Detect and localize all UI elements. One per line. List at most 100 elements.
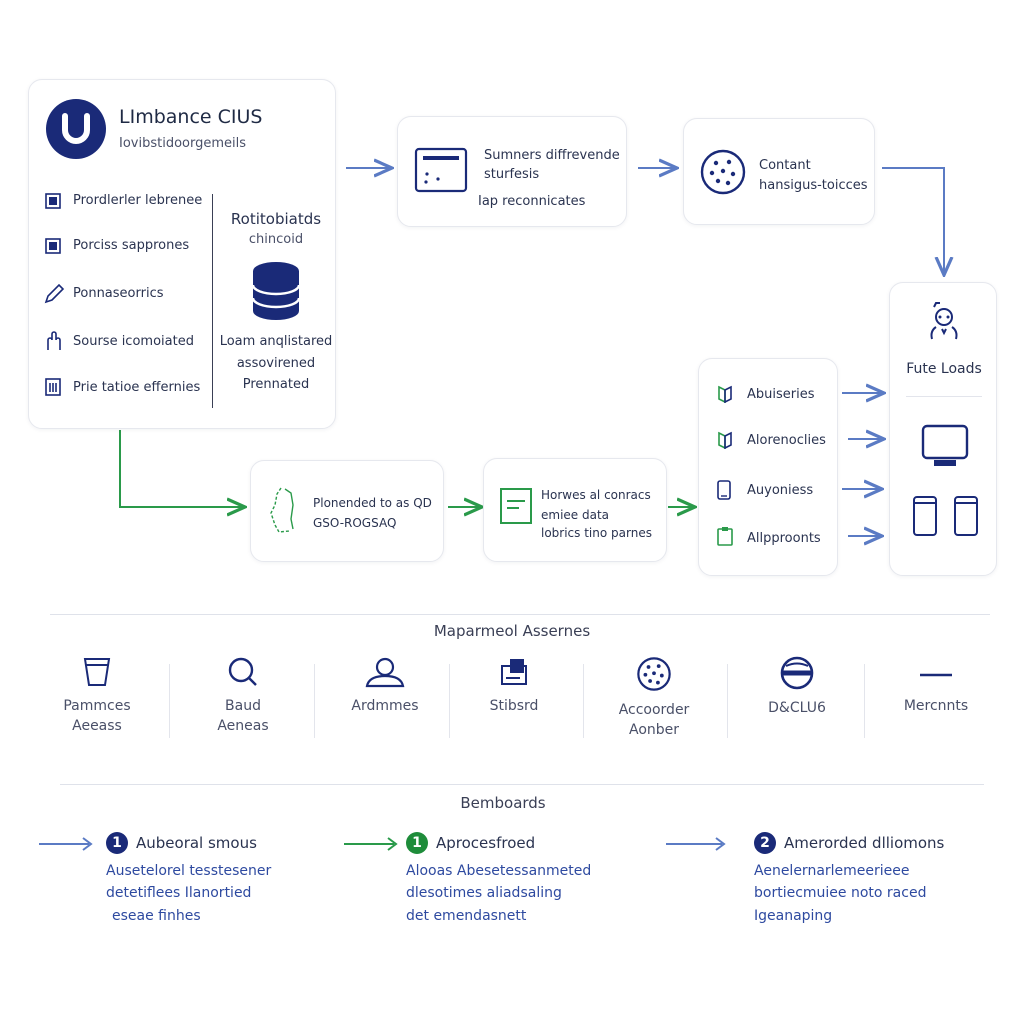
board-icon bbox=[501, 659, 527, 685]
step-item[interactable]: 1 Aprocesfroed Alooas Abesetessanmeted dl… bbox=[406, 832, 636, 927]
book-icon bbox=[718, 431, 732, 449]
assets-section-title: Maparmeol Assernes bbox=[433, 622, 591, 640]
monitor-icon bbox=[921, 424, 969, 466]
database-line: assovirened bbox=[236, 355, 316, 371]
contant-line: hansigus-toicces bbox=[759, 178, 868, 193]
horwes-line: lobrics tino parnes bbox=[541, 526, 652, 540]
step-line: Ausetelorel tesstesener bbox=[106, 863, 272, 879]
asset-item[interactable]: D&CLU6 bbox=[737, 656, 857, 718]
list-item-label: Prordlerler lebrenee bbox=[73, 193, 203, 208]
asset-item[interactable]: Ardmmes bbox=[325, 656, 445, 716]
asset-divider bbox=[583, 664, 584, 738]
asset-item[interactable]: Baud Aeneas bbox=[183, 656, 303, 737]
flow-node-horwes[interactable]: Horwes al conracs emiee data lobrics tin… bbox=[483, 458, 667, 562]
asset-divider bbox=[864, 664, 865, 738]
device-label: Auyoniess bbox=[747, 483, 814, 498]
tablet-icon bbox=[913, 496, 937, 536]
list-item-label: Ponnaseorrics bbox=[73, 286, 164, 301]
asset-label: Mercnnts bbox=[903, 698, 969, 714]
step-number: 2 bbox=[754, 832, 776, 854]
steps-rule bbox=[60, 784, 984, 785]
step-line: Igeanaping bbox=[754, 907, 833, 924]
assets-rule bbox=[50, 614, 990, 615]
step-line: det emendasnett bbox=[406, 907, 527, 924]
pencil-icon bbox=[44, 283, 65, 304]
asset-label: Stibsrd bbox=[489, 698, 539, 714]
tablet-icon bbox=[954, 496, 978, 536]
step-arrow-icon bbox=[666, 837, 726, 851]
step-title: Aubeoral smous bbox=[136, 834, 257, 852]
device-label: Abuiseries bbox=[747, 387, 815, 402]
database-line: Loam anqlistared bbox=[219, 334, 333, 349]
asset-label: Aeeass bbox=[72, 718, 122, 735]
target-card-divider bbox=[906, 396, 982, 397]
database-icon bbox=[251, 262, 301, 320]
step-line: dlesotimes aliadsaling bbox=[406, 885, 562, 902]
main-card: LImbance CIUS Iovibstidoorgemeils Prordl… bbox=[28, 79, 336, 429]
plonended-line: Plonended to as QD bbox=[313, 496, 432, 510]
phone-icon bbox=[717, 480, 731, 500]
asset-divider bbox=[314, 664, 315, 738]
arrow-contant-to-target bbox=[882, 167, 944, 273]
asset-divider bbox=[727, 664, 728, 738]
main-card-divider bbox=[212, 194, 213, 408]
step-title: Aprocesfroed bbox=[436, 834, 536, 852]
asset-label: Aonber bbox=[628, 722, 680, 739]
square-icon bbox=[45, 193, 61, 209]
person-icon bbox=[930, 302, 958, 340]
summary-line: sturfesis bbox=[484, 167, 540, 182]
summary-line: Sumners diffrevende bbox=[484, 148, 620, 163]
asset-item[interactable]: Mercnnts bbox=[876, 662, 996, 716]
step-number: 1 bbox=[106, 832, 128, 854]
asset-label: D&CLU6 bbox=[768, 700, 826, 716]
step-line: eseae finhes bbox=[112, 907, 201, 924]
horwes-line: emiee data bbox=[541, 508, 610, 522]
asset-divider bbox=[449, 664, 450, 738]
summary-extra: Iap reconnicates bbox=[478, 194, 586, 209]
flow-node-plonended[interactable]: Plonended to as QD GSO-ROGSAQ bbox=[250, 460, 444, 562]
target-card[interactable]: Fute Loads bbox=[889, 282, 997, 576]
user-icon bbox=[365, 657, 405, 688]
step-line: bortiecmuiee noto raced bbox=[754, 885, 927, 902]
list-item-label: Sourse icomoiated bbox=[73, 334, 194, 349]
device-list-card: Abuiseries Alorenoclies Auyoniess Allppr… bbox=[698, 358, 838, 576]
book-icon bbox=[718, 385, 732, 403]
phone-outline-icon bbox=[270, 487, 294, 533]
asset-item[interactable]: Pammces Aeeass bbox=[37, 656, 157, 737]
asset-label: Baud bbox=[225, 698, 261, 714]
search-icon bbox=[228, 657, 257, 686]
step-line: Aenelernarlemeerieee bbox=[754, 863, 910, 879]
asset-label: Accoorder bbox=[618, 702, 690, 718]
steps-section-title: Bemboards bbox=[460, 794, 546, 812]
database-subtitle: chincoid bbox=[248, 232, 304, 247]
asset-label: Ardmmes bbox=[351, 698, 419, 714]
flow-node-summary[interactable]: Sumners diffrevende sturfesis Iap reconn… bbox=[397, 116, 627, 227]
step-line: Alooas Abesetessanmeted bbox=[406, 863, 592, 879]
sphere-icon bbox=[780, 656, 814, 690]
table-icon bbox=[45, 378, 61, 396]
window-icon bbox=[414, 147, 468, 193]
step-arrow-icon bbox=[344, 837, 398, 851]
plonended-line: GSO-ROGSAQ bbox=[313, 516, 397, 530]
database-panel: Rotitobiatds chincoid Loam anqlistared a… bbox=[215, 210, 337, 394]
line-icon bbox=[920, 673, 952, 677]
asset-item[interactable]: Accoorder Aonber bbox=[594, 656, 714, 741]
database-title: Rotitobiatds bbox=[230, 210, 322, 228]
flow-node-contant[interactable]: Contant hansigus-toicces bbox=[683, 118, 875, 225]
asset-label: Aeneas bbox=[217, 718, 269, 735]
main-card-title: LImbance CIUS bbox=[119, 106, 263, 128]
target-card-title: Fute Loads bbox=[906, 361, 982, 377]
asset-divider bbox=[169, 664, 170, 738]
asset-label: Pammces bbox=[63, 698, 131, 714]
clipboard-icon bbox=[717, 527, 733, 546]
asset-item[interactable]: Stibsrd bbox=[454, 656, 574, 716]
step-line: detetiflees Ilanortied bbox=[106, 885, 252, 902]
step-number: 1 bbox=[406, 832, 428, 854]
list-item-label: Porciss sapprones bbox=[73, 238, 190, 253]
cup-icon bbox=[83, 658, 111, 686]
device-label: Allpproonts bbox=[747, 531, 821, 546]
list-item-label: Prie tatioe effernies bbox=[73, 380, 201, 395]
